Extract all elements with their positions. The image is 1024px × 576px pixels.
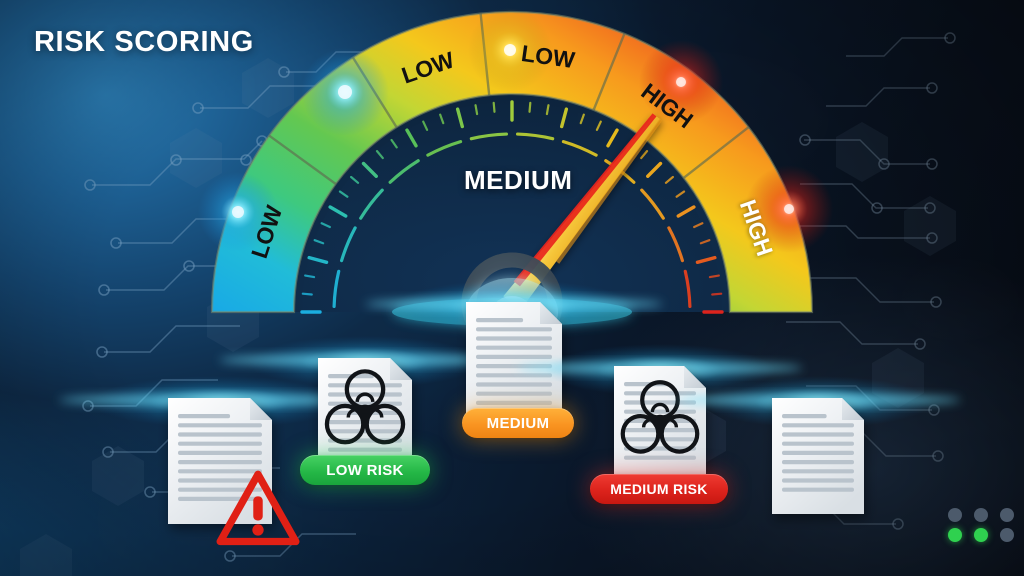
document-left[interactable] — [58, 376, 382, 546]
document-fold-corner — [390, 358, 412, 380]
decorative-dot-grid — [948, 508, 1020, 542]
document-text-lines — [476, 318, 552, 405]
badge-low-risk[interactable]: LOW RISK — [300, 455, 430, 485]
decoration-dot-0 — [948, 508, 962, 522]
document-text-lines — [782, 414, 854, 492]
decoration-dot-5 — [1000, 528, 1014, 542]
biohazard-icon — [620, 380, 700, 454]
document-medium-risk[interactable] — [517, 344, 803, 482]
gauge-needle — [503, 113, 663, 310]
document-right[interactable] — [675, 376, 961, 514]
page-title: RISK SCORING — [34, 26, 254, 58]
biohazard-icon — [324, 369, 406, 445]
decoration-dot-4 — [974, 528, 988, 542]
document-fold-corner — [540, 302, 562, 324]
document-fold-corner — [684, 366, 706, 388]
document-text-lines — [178, 414, 262, 501]
badge-medium-risk[interactable]: MEDIUM RISK — [590, 474, 728, 504]
document-fold-corner — [842, 398, 864, 420]
badge-medium[interactable]: MEDIUM — [462, 408, 574, 438]
gauge-glow-points — [198, 8, 833, 253]
gauge-tick-marks — [300, 100, 724, 314]
decoration-dot-1 — [974, 508, 988, 522]
decoration-dot-2 — [1000, 508, 1014, 522]
gauge-inner-tick-arcs — [332, 132, 692, 309]
document-low-risk[interactable] — [219, 336, 511, 470]
document-fold-corner — [250, 398, 272, 420]
document-medium[interactable] — [365, 280, 663, 422]
warning-triangle-icon — [216, 470, 300, 546]
decoration-dot-3 — [948, 528, 962, 542]
gauge-center-label: MEDIUM — [464, 165, 573, 195]
